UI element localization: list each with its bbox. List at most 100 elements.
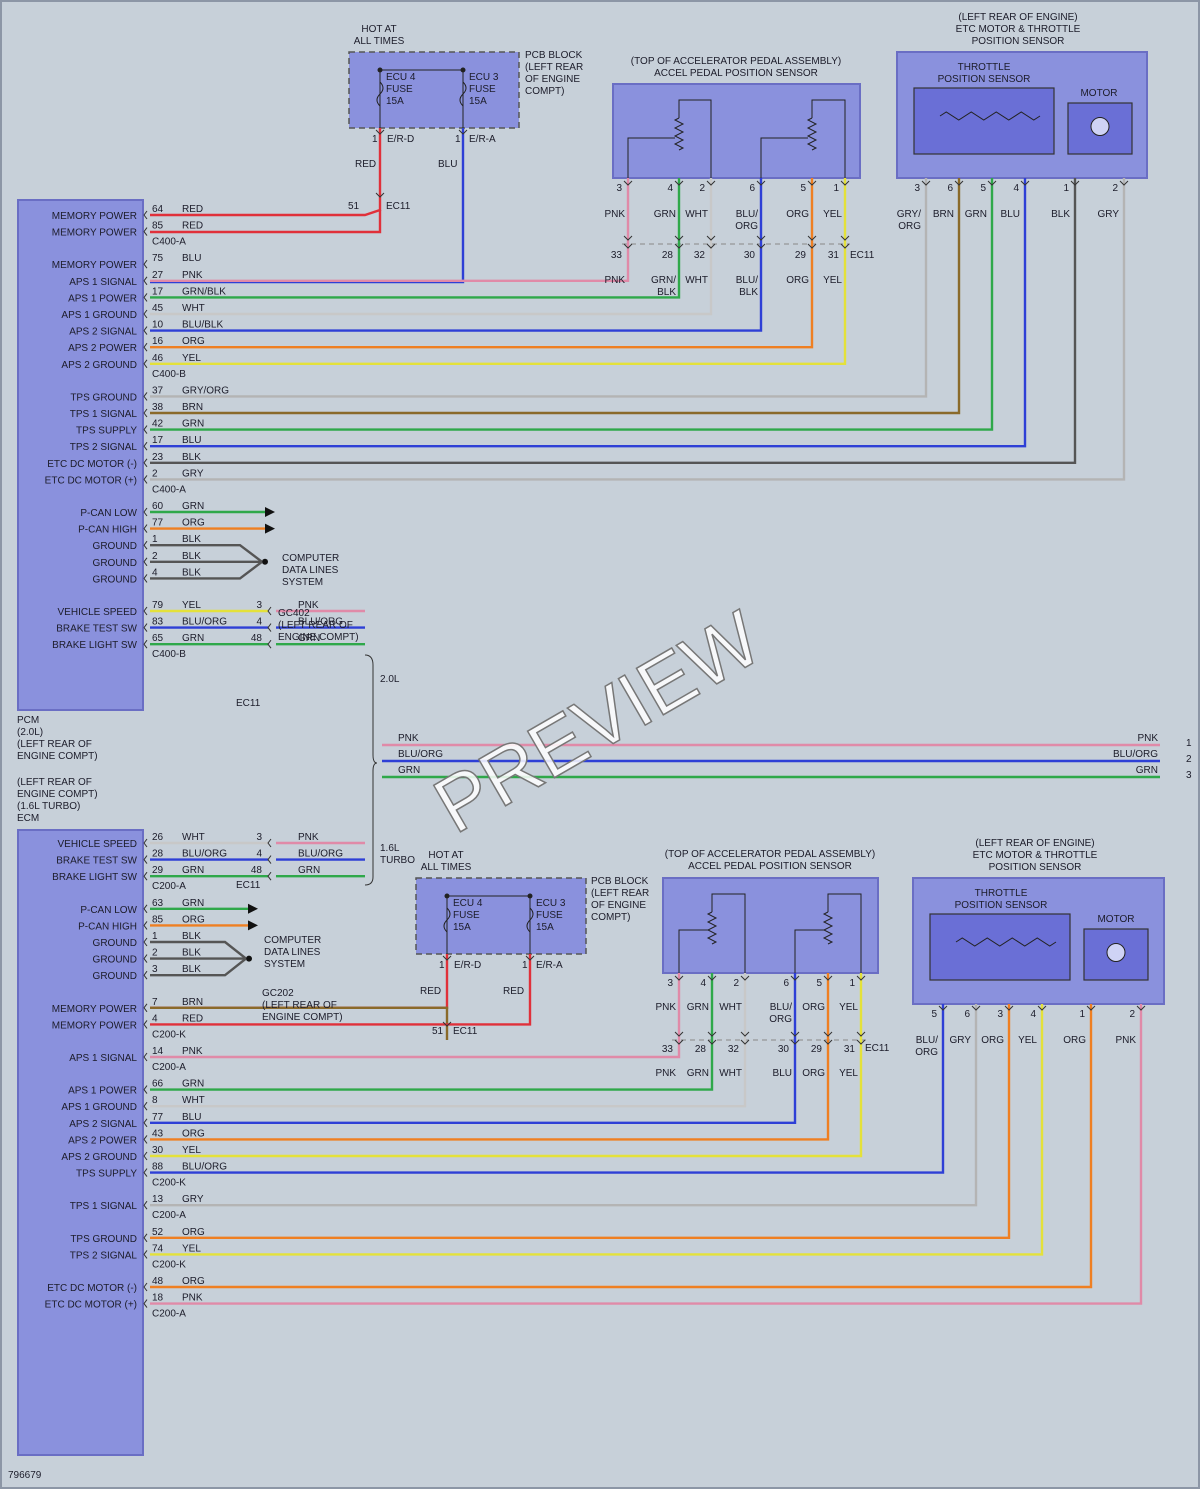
junction-pin: 33 (611, 250, 623, 261)
fuse-pin: 1 (522, 960, 528, 971)
pin-number: 4 (152, 1013, 158, 1024)
sensor-pin: 3 (914, 183, 920, 194)
sensor-pin-connector (1020, 180, 1030, 186)
pin-connector (143, 1250, 148, 1259)
wire-color-label: PNK (182, 270, 203, 281)
pin-number: 46 (152, 353, 164, 364)
pin-number: 66 (152, 1079, 164, 1090)
tps-label: THROTTLE (975, 888, 1028, 899)
wire-color-label: PNK (298, 832, 319, 843)
junction-label: EC11 (850, 250, 875, 261)
pin-number: 88 (152, 1162, 164, 1173)
aps-pot-icon (673, 117, 685, 151)
wire-color-label: BLK (657, 287, 676, 298)
ground-point-label: (LEFT REAR OF (278, 620, 353, 631)
pin-connector (143, 1282, 148, 1292)
pin-function-label: APS 1 POWER (68, 293, 137, 304)
wire-color-label: RED (355, 159, 376, 170)
wire-aps-2l-1 (150, 178, 681, 299)
hot-at-all-times-label: ALL TIMES (421, 862, 472, 873)
wire-color-label: GRN (182, 419, 204, 430)
sensor-pin-connector (1070, 180, 1080, 186)
fuse-label: 15A (469, 96, 487, 107)
pin-function-label: APS 1 GROUND (61, 310, 137, 321)
pin-function-label: APS 2 SIGNAL (69, 1119, 137, 1130)
inline-connector (740, 1039, 750, 1045)
wire-color-label: YEL (1018, 1035, 1037, 1046)
fuse-terminal: E/R-A (469, 134, 496, 145)
wire-color-label: PNK (1137, 733, 1158, 744)
wire-aps-2l-0 (150, 178, 630, 282)
motor-icon (1106, 943, 1126, 962)
inline-connector (740, 1031, 750, 1037)
pin-function-label: ETC DC MOTOR (-) (47, 459, 137, 470)
wire-etc-16-2 (150, 1004, 1011, 1240)
wire-etc-2l-5 (150, 178, 1126, 481)
fuse-terminal: E/R-D (454, 960, 481, 971)
sensor-pin: 6 (947, 183, 953, 194)
data-line-arrow (248, 903, 258, 914)
wire-memory-power-4 (150, 954, 532, 1026)
inline-connector (707, 1039, 717, 1045)
tps-label: THROTTLE (958, 62, 1011, 73)
pin-function-label: APS 1 GROUND (61, 1102, 137, 1113)
computer-data-lines-label: DATA LINES (264, 947, 321, 958)
tps-label: POSITION SENSOR (938, 74, 1031, 85)
sensor-pin: 2 (1129, 1009, 1135, 1020)
pin-connector (143, 227, 148, 236)
pin-number: 1 (152, 534, 158, 545)
wire-etc-2l-3 (150, 178, 1027, 448)
aps-pot-icon (706, 911, 718, 945)
sensor-pin: 4 (700, 978, 706, 989)
sensor-pin: 3 (667, 978, 673, 989)
junction-pin: 28 (695, 1044, 707, 1055)
pin-connector (143, 425, 148, 434)
inline-connector (267, 606, 272, 616)
pin-function-label: APS 1 POWER (68, 1086, 137, 1097)
pin-number: 14 (152, 1046, 164, 1057)
wire-color-label: BLU/BLK (182, 320, 223, 331)
pcm-2l-label: ENGINE COMPT) (17, 751, 98, 762)
connector-id: C200-A (152, 1210, 186, 1221)
wire-color-label: ORG (182, 914, 205, 925)
hot-at-all-times-label: HOT AT (428, 850, 463, 861)
hot-at-all-times-label: ALL TIMES (354, 36, 405, 47)
inline-connector (840, 235, 850, 241)
fuse-label: FUSE (536, 910, 563, 921)
pin-number: 30 (152, 1145, 164, 1156)
pin-connector (143, 309, 148, 319)
junction-pin: 3 (256, 600, 262, 611)
sensor-pin: 2 (733, 978, 739, 989)
wire-color-label: BLK (182, 452, 201, 463)
pin-function-label: ETC DC MOTOR (+) (45, 1300, 137, 1311)
pin-number: 85 (152, 914, 164, 925)
sensor-pin-connector (954, 180, 964, 186)
sensor-pin-connector (740, 975, 750, 981)
pin-function-label: MEMORY POWER (52, 260, 137, 271)
pin-function-label: BRAKE TEST SW (56, 856, 137, 867)
wire-color-label: BLU/ (916, 1035, 938, 1046)
pin-number: 3 (152, 964, 158, 975)
wire-color-label: WHT (719, 1068, 742, 1079)
pin-connector (143, 441, 148, 451)
pin-number: 63 (152, 898, 164, 909)
aps-title: ACCEL PEDAL POSITION SENSOR (688, 861, 852, 872)
wire-color-label: BLK (182, 964, 201, 975)
wire-layer (143, 128, 1160, 1308)
inline-connector (267, 639, 272, 649)
inline-connector (267, 871, 272, 881)
aps-internal (711, 893, 746, 973)
pin-connector (143, 639, 148, 649)
wire-color-label: PNK (1115, 1035, 1136, 1046)
wire-ground-16 (150, 940, 247, 960)
ground-point-label: ENGINE COMPT) (262, 1012, 343, 1023)
wire-color-label: WHT (685, 209, 708, 220)
ecm-16-label: (LEFT REAR OF (17, 777, 92, 788)
inline-connector (823, 1039, 833, 1045)
pin-function-label: TPS GROUND (70, 1234, 137, 1245)
diagram-id: 796679 (8, 1470, 42, 1481)
sensor-pin-connector (1004, 1005, 1014, 1011)
junction-pin: 29 (811, 1044, 823, 1055)
pin-number: 79 (152, 600, 164, 611)
